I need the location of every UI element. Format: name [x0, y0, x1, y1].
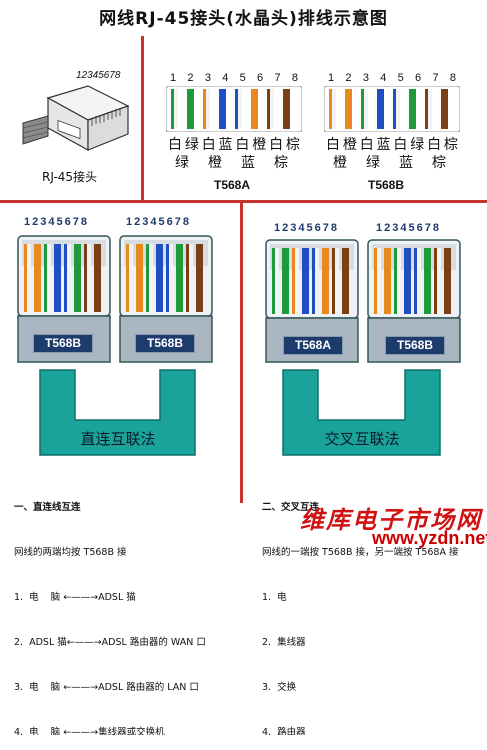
straight-right-numbers: 12345678 [126, 216, 191, 228]
t568b-pin-8: 8 [449, 72, 456, 84]
page-title: 网线RJ-45接头(水晶头)排线示意图 [99, 9, 388, 29]
notes-right-line4: 4. 路由器 [262, 727, 306, 735]
t568a-name-bottom-1: 绿 [175, 155, 189, 171]
plug-label: RJ-45接头 [42, 170, 98, 184]
t568b-name-bottom-5: 蓝 [399, 155, 413, 171]
straight-left-tag: T568B [33, 334, 93, 353]
t568b-name-top-5: 白 [393, 137, 408, 153]
notes-left-line4: 4. 电 脑 ←——→集线器或交换机 [14, 727, 165, 735]
watermark-text: 维库电子市场网 [300, 505, 482, 534]
t568a-pin-4: 4 [222, 72, 229, 84]
t568a-name-top-1: 白 [168, 137, 182, 153]
t568a-name-top-2: 绿 [184, 137, 199, 153]
notes-right-line2: 2. 集线器 [262, 637, 306, 648]
t568b-name-top-6: 绿 [410, 137, 425, 153]
t568b-name-top-8: 棕 [443, 137, 458, 153]
t568a-name-top-5: 白 [235, 137, 250, 153]
t568b-name-top-1: 白 [326, 137, 340, 153]
notes-left: 一、直连线互连 网线的两端均按 T568B 接 1. 电 脑 ←——→ADSL … [14, 470, 240, 750]
t568a-name-top-7: 白 [269, 137, 284, 153]
t568a-wire-diagram [166, 86, 302, 132]
crossover-left-numbers: 12345678 [274, 222, 339, 234]
notes-left-line0: 网线的两端均按 T568B 接 [14, 547, 127, 558]
t568b-pin-numbers: 1 2 3 4 5 6 7 8 [328, 72, 456, 84]
t568b-pin-2: 2 [345, 72, 352, 84]
t568b-pin-3: 3 [362, 72, 369, 84]
t568b-pin-6: 6 [415, 72, 422, 84]
t568a-pin-3: 3 [204, 72, 211, 84]
divider-top-vertical [141, 36, 144, 200]
t568a-name-top-3: 白 [201, 137, 216, 153]
t568a-name-bottom-3: 橙 [208, 155, 222, 171]
t568a-pin-numbers: 1 2 3 4 5 6 7 8 [170, 72, 298, 84]
crossover-right-numbers: 12345678 [376, 222, 441, 234]
t568a-pin-1: 1 [170, 72, 177, 84]
t568a-pin-8: 8 [291, 72, 298, 84]
t568b-name-bottom-3: 绿 [366, 155, 380, 171]
t568b-name-top-3: 白 [359, 137, 374, 153]
t568a-label: T568A [214, 178, 251, 192]
notes-right-line3: 3. 交换 [262, 682, 297, 693]
t568b-color-names-top: 白 橙 白 蓝 白 绿 白 棕 [326, 134, 458, 154]
t568a-name-bottom-5: 蓝 [241, 155, 255, 171]
crossover-left-tag: T568A [283, 336, 343, 355]
straight-left-connector [17, 235, 111, 363]
t568b-pin-5: 5 [397, 72, 404, 84]
crossover-cable-label: 交叉互联法 [324, 430, 400, 448]
straight-cable [39, 369, 196, 456]
t568a-color-names-top: 白 绿 白 蓝 白 橙 白 棕 [168, 134, 300, 154]
crossover-right-tag: T568B [385, 336, 445, 355]
divider-bottom-vertical [240, 203, 243, 503]
divider-horizontal [0, 200, 487, 203]
t568b-wire-diagram [324, 86, 460, 132]
t568a-name-bottom-7: 棕 [274, 155, 288, 171]
t568b-pin-7: 7 [432, 72, 439, 84]
t568b-pin-4: 4 [380, 72, 387, 84]
t568b-name-bottom-1: 橙 [333, 155, 347, 171]
notes-right-heading: 二、交叉互连 [262, 502, 320, 513]
notes-left-line3: 3. 电 脑 ←——→ADSL 路由器的 LAN 口 [14, 682, 199, 693]
notes-right-line0: 网线的一端按 T568B 接，另一端按 T568A 接 [262, 547, 459, 558]
rj45-plug-illustration [22, 85, 130, 152]
t568b-name-top-4: 蓝 [376, 137, 391, 153]
crossover-cable [282, 369, 441, 456]
straight-left-numbers: 12345678 [24, 216, 89, 228]
t568a-name-top-8: 棕 [285, 137, 300, 153]
plug-pin-numbers: 12345678 [76, 70, 121, 81]
t568b-name-top-7: 白 [427, 137, 442, 153]
t568a-pin-5: 5 [239, 72, 246, 84]
notes-left-line2: 2. ADSL 猫←——→ADSL 路由器的 WAN 口 [14, 637, 206, 648]
t568b-name-bottom-7: 棕 [432, 155, 446, 171]
t568a-pin-6: 6 [257, 72, 264, 84]
t568a-name-top-4: 蓝 [218, 137, 233, 153]
t568b-name-top-2: 橙 [342, 137, 357, 153]
t568a-pin-2: 2 [187, 72, 194, 84]
t568b-pin-1: 1 [328, 72, 335, 84]
notes-right-line1: 1. 电 [262, 592, 287, 603]
notes-left-heading: 一、直连线互连 [14, 502, 81, 513]
t568b-label: T568B [368, 178, 405, 192]
t568a-pin-7: 7 [274, 72, 281, 84]
straight-cable-label: 直连互联法 [80, 430, 156, 448]
t568a-name-top-6: 橙 [252, 137, 267, 153]
straight-right-tag: T568B [135, 334, 195, 353]
notes-left-line1: 1. 电 脑 ←——→ADSL 猫 [14, 592, 136, 603]
watermark-url: www.yzdn.net [372, 528, 487, 548]
